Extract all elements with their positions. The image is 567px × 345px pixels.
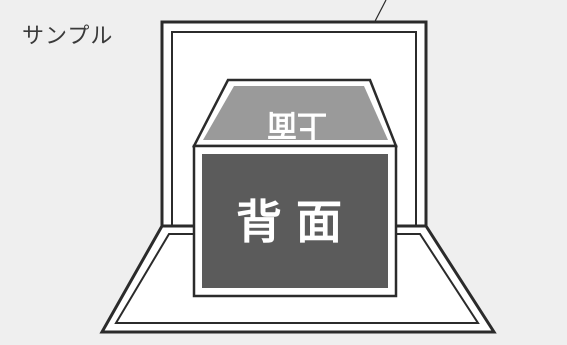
back-face-label: 背面 bbox=[236, 195, 356, 249]
sample-label: サンプル bbox=[22, 24, 114, 49]
top-face-label: 上面 bbox=[267, 107, 327, 142]
cube-back-face-panel bbox=[202, 154, 388, 288]
cube-top-face-panel bbox=[203, 86, 388, 140]
